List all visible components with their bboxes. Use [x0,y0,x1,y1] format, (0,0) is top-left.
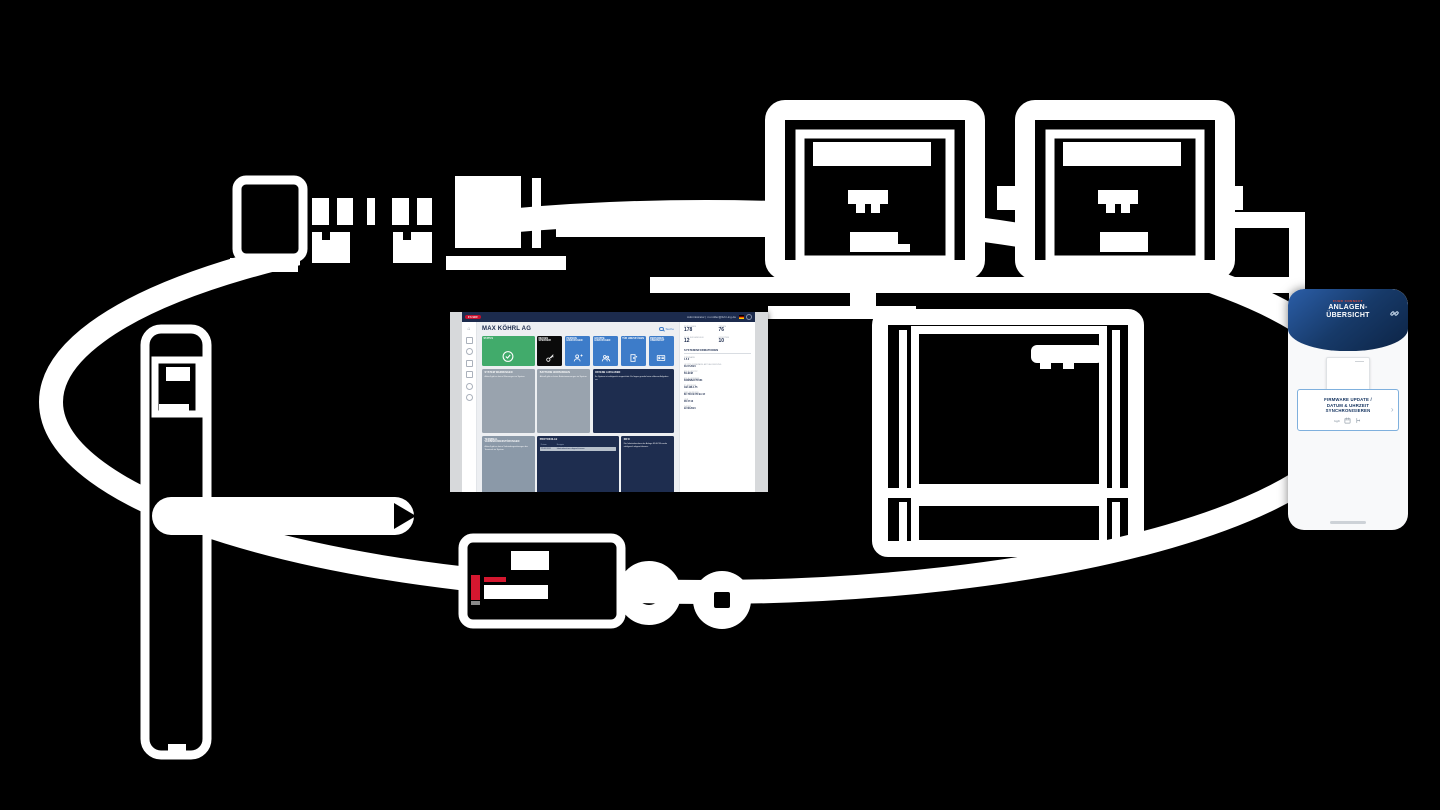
app-window: FUHR Administrator | m.müller@fuhr-ing.d… [462,312,755,492]
check-circle-icon [502,350,514,362]
quick-tiles: STATUS MEDIEN SPERREN! PER [482,336,674,366]
search-icon [659,326,664,332]
stats-grid: PERSONEN 178 TÜREN 76 SCHLIESSMEDIEN 12 … [684,326,730,344]
app-sidebar: ⌂ [462,322,477,492]
card-open-tasks[interactable]: OFFENE AUFGABEN Ihr System ist erfolgrei… [592,369,674,433]
sidebar-item-settings[interactable] [465,394,473,401]
page-title: MAX KÖHRL AG [482,326,532,332]
clock-icon [1356,418,1360,424]
home-indicator [1330,521,1366,524]
door-drive-unit-icon [1031,345,1103,369]
tile-add-person[interactable]: PERSON HINZUFÜGEN [564,336,591,366]
tile-status[interactable]: STATUS [482,336,535,366]
sidebar-item-search[interactable] [465,348,473,355]
management-software-screenshot: FUHR Administrator | m.müller@fuhr-ing.d… [450,312,768,492]
brand-logo: FUHR [465,315,481,319]
sidebar-item-media[interactable] [465,359,473,367]
door-frame-icon [872,309,1144,557]
tile-person-overview[interactable]: PERSONEN ÜBERSICHT [648,336,674,366]
sidebar-item-home[interactable]: ⌂ [467,326,471,332]
app-topbar: FUHR Administrator | m.müller@fuhr-ing.d… [462,312,755,322]
chevron-right-icon[interactable]: › [1390,405,1394,415]
tile-add-group[interactable]: GRUPPE HINZUFÜGEN [592,336,619,366]
id-card-icon [657,354,666,361]
topbar-user-label[interactable]: Administrator | m.müller@fuhr-ing.de [686,315,736,319]
door-icon [630,353,638,362]
firmware-update-label: FIRMWARE UPDATE / DATUM & UHRZEIT SYNCHR… [1324,397,1372,414]
access-card-icon [458,533,626,629]
action-meta-icons: kg/t [1309,417,1387,424]
user-account-icon[interactable] [746,314,752,320]
workstation-icon-1 [765,100,985,280]
search-label: Suche [665,327,674,331]
app-brand: FUHR CONNECT [1333,299,1363,303]
connector-cluster-to-pc [556,209,768,237]
connector-pc-to-ring [1235,212,1305,228]
card-battery-warnings[interactable]: BATTERIE WARNUNGEN Aktuell gibt es keine… [537,369,591,433]
workstation-icon-2 [997,100,1243,280]
dashboard-main: MAX KÖHRL AG Suche STATUS [477,322,679,492]
link-icon[interactable] [1390,305,1399,323]
card-system-warnings[interactable]: SYSTEM WARNUNGEN Aktuell gibt es keine W… [482,369,535,433]
key-fob-icon-1 [617,561,681,625]
card-terminal-errors[interactable]: TERMINAL VERBINDUNGSSTÖRUNGEN Aktuell gi… [482,436,535,492]
search-control[interactable]: Suche [659,326,674,332]
control-unit-image [1326,357,1370,393]
card-protocols[interactable]: PROTOKOLLE Datum Ereignis 22.08.2024 Inb… [537,436,619,492]
app-header: FUHR CONNECT ANLAGEN- ÜBERSICHT [1288,289,1408,351]
connector-bus [650,277,1305,319]
dashboard-right-panel: PERSONEN 178 TÜREN 76 SCHLIESSMEDIEN 12 … [679,322,755,492]
key-fob-icon-2 [693,571,751,629]
mobile-app-mockup: FUHR CONNECT ANLAGEN- ÜBERSICHT FIRMWARE… [1288,289,1408,530]
tile-lock-media[interactable]: MEDIEN SPERREN! [537,336,563,366]
sidebar-item-protocols[interactable] [465,371,473,378]
firmware-version-label: kg/t [1334,418,1340,423]
tile-add-door[interactable]: TÜR HINZUFÜGEN [620,336,647,366]
sidebar-item-doors[interactable] [465,336,473,344]
key-icon [545,353,554,362]
person-add-icon [573,353,583,361]
calendar-icon [1344,417,1351,424]
dashboard-cards-row-1: SYSTEM WARNUNGEN Aktuell gibt es keine W… [482,369,674,433]
sysinfo-title: SYSTEMINFORMATIONEN [684,349,751,355]
app-title: ANLAGEN- ÜBERSICHT [1326,304,1370,319]
door-handle-icon [140,324,416,760]
card-info[interactable]: INFO Die Inbetriebnahme der Anlage B1-EC… [621,436,674,492]
firmware-update-card[interactable]: FIRMWARE UPDATE / DATUM & UHRZEIT SYNCHR… [1297,389,1399,432]
dashboard-cards-row-2: TERMINAL VERBINDUNGSSTÖRUNGEN Aktuell gi… [482,436,674,492]
language-flag-icon[interactable] [738,315,744,319]
protocol-table: Datum Ereignis 22.08.2024 Inbetriebnahme… [539,443,617,452]
group-icon [601,354,610,361]
protocol-row[interactable]: 22.08.2024 Inbetriebnahme abgeschlossen [539,447,617,452]
management-station-icon [230,175,566,272]
sidebar-item-help[interactable] [465,382,473,390]
